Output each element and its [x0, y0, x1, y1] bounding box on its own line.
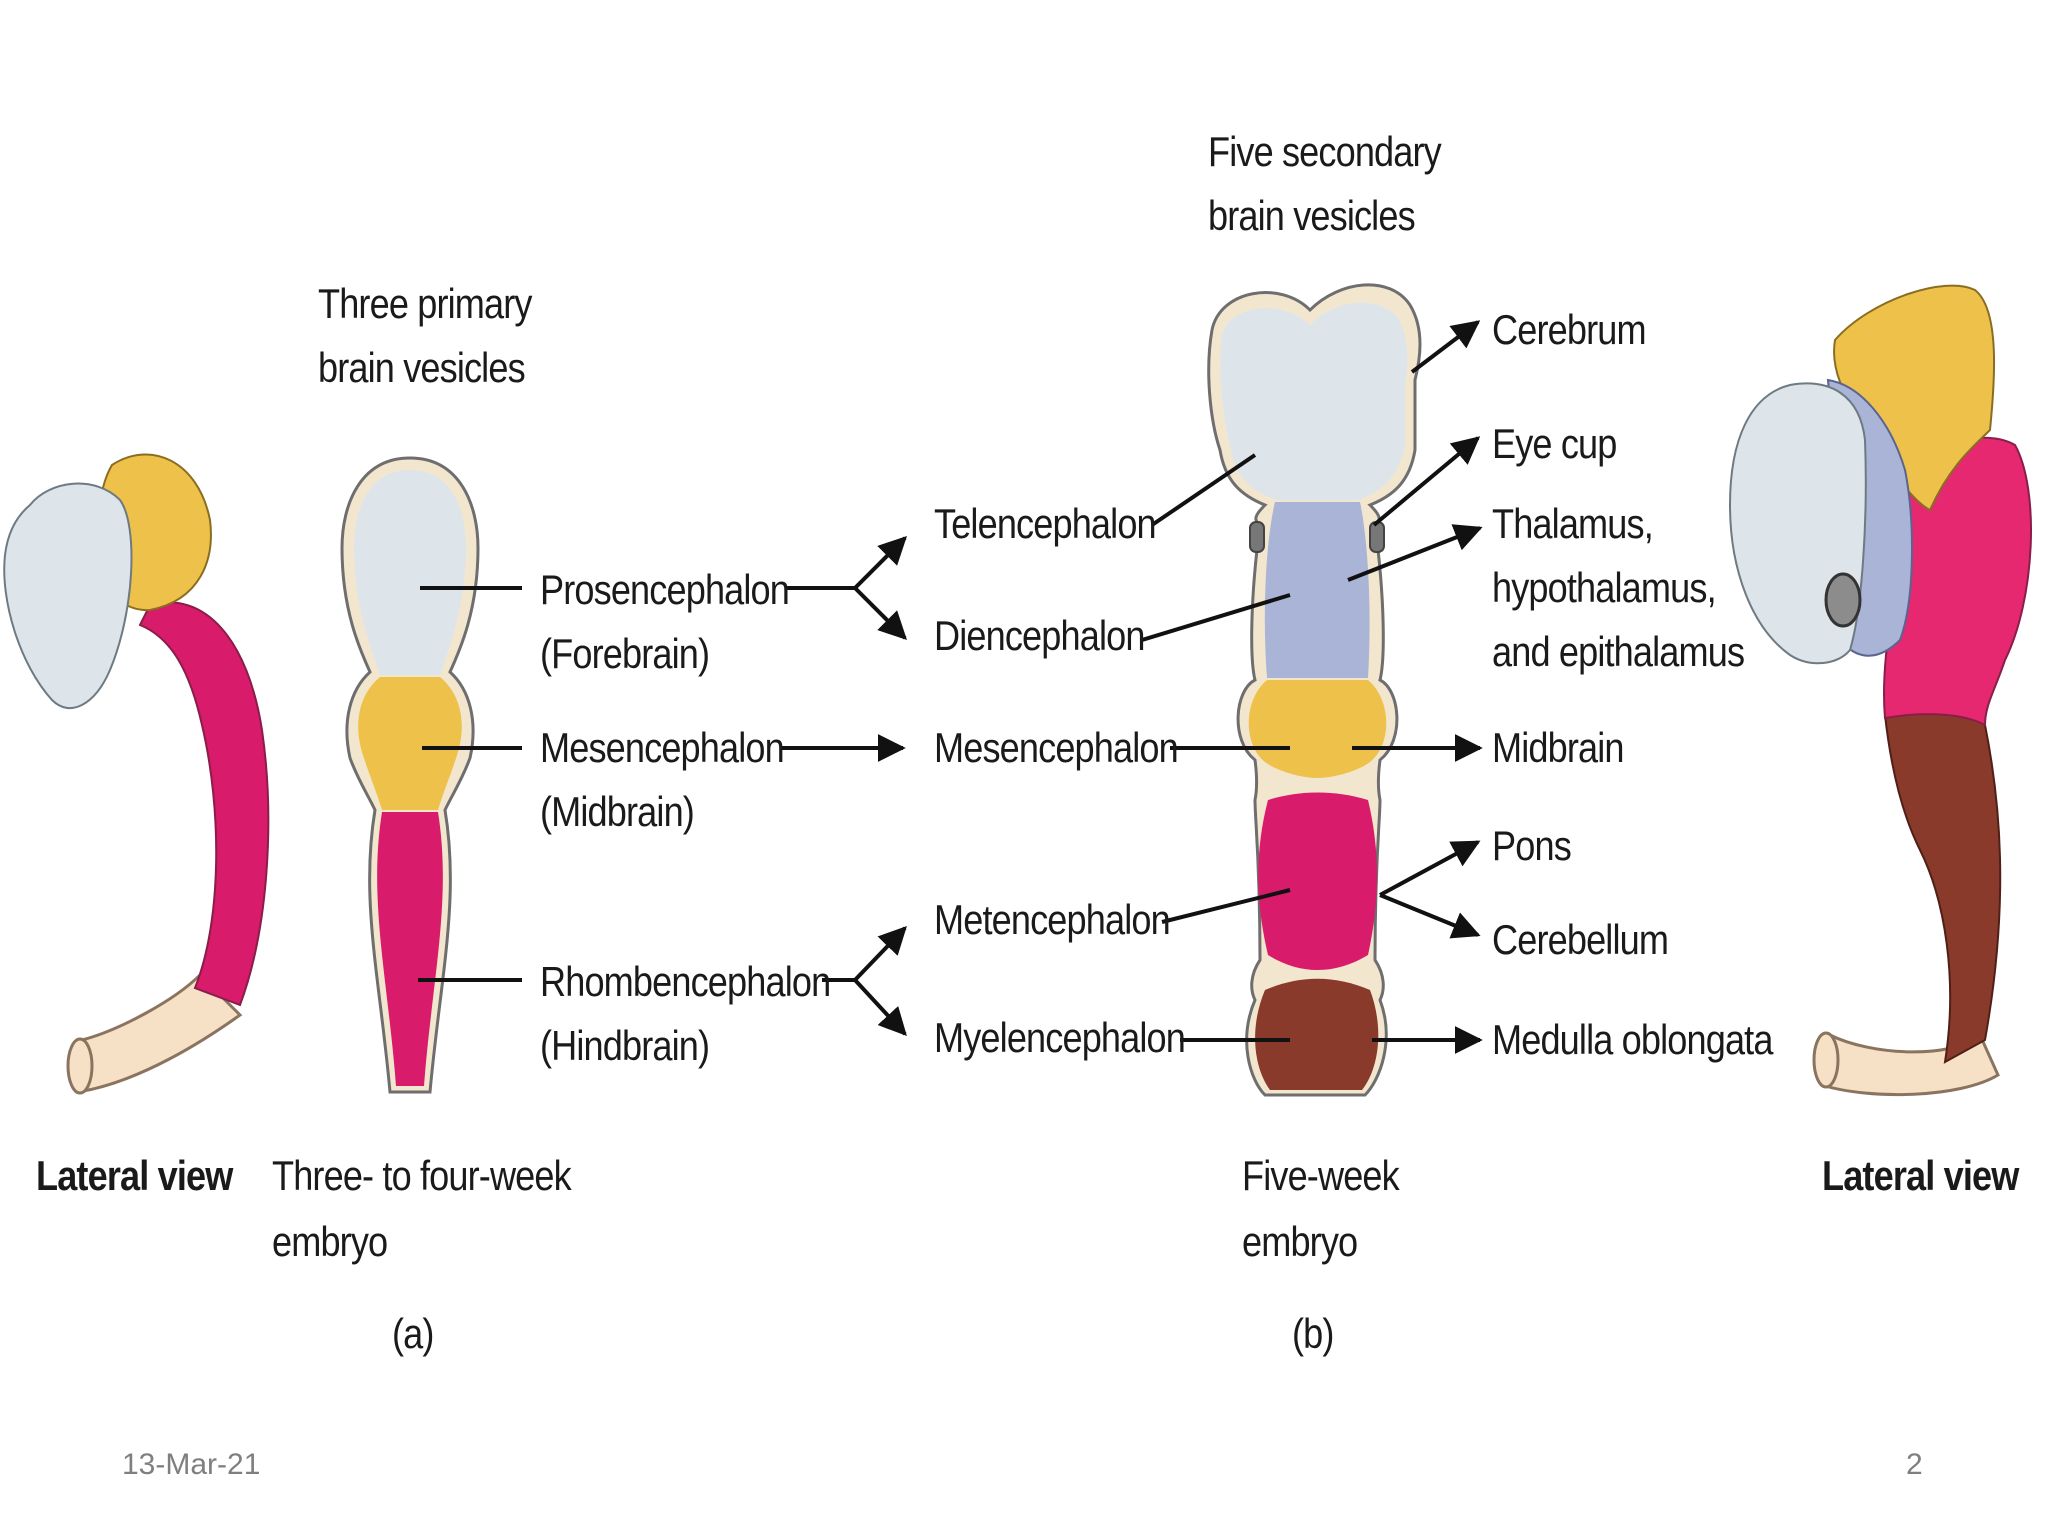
tube-b-myelencephalon	[1255, 978, 1379, 1090]
label-midbrain-primary: (Midbrain)	[540, 788, 695, 835]
label-eye-cup: Eye cup	[1492, 420, 1617, 467]
label-cerebrum: Cerebrum	[1492, 306, 1647, 353]
left-forebrain	[3, 482, 133, 710]
label-mesencephalon-secondary: Mesencephalon	[934, 724, 1179, 771]
secondary-heading-line-1: Five secondary	[1208, 128, 1442, 175]
label-telencephalon: Telencephalon	[934, 500, 1157, 547]
caption-panel-a: (a)	[392, 1310, 434, 1357]
label-pons: Pons	[1492, 822, 1572, 869]
label-cerebellum: Cerebellum	[1492, 916, 1669, 963]
tube-b-eye-cup-right	[1369, 521, 1385, 553]
label-mesencephalon-primary: Mesencephalon	[540, 724, 785, 771]
primary-heading-line-2: brain vesicles	[318, 344, 526, 391]
slide-date: 13-Mar-21	[122, 1448, 261, 1481]
panel-b-connectors	[1141, 320, 1483, 1054]
label-forebrain: (Forebrain)	[540, 630, 710, 677]
left-spinal-cord-end	[66, 1037, 94, 1095]
secondary-vesicle-tube	[1207, 283, 1422, 1097]
tube-a-forebrain	[354, 470, 466, 675]
left-hindbrain	[138, 601, 270, 1007]
label-thalamus-line-1: Thalamus,	[1492, 500, 1654, 547]
label-myelencephalon: Myelencephalon	[934, 1014, 1186, 1061]
right-lateral-embryo	[1728, 284, 2033, 1097]
tube-b-eye-cup-left	[1249, 521, 1265, 553]
label-thalamus-line-2: hypothalamus,	[1492, 564, 1717, 611]
tube-b-telencephalon	[1220, 302, 1408, 500]
tube-a-midbrain	[358, 677, 462, 810]
label-hindbrain: (Hindbrain)	[540, 1022, 710, 1069]
label-rhombencephalon: Rhombencephalon	[540, 958, 831, 1005]
caption-panel-b: (b)	[1292, 1310, 1334, 1357]
label-midbrain-adult: Midbrain	[1492, 724, 1625, 771]
label-thalamus-line-3: and epithalamus	[1492, 628, 1745, 675]
right-spinal-cord-end	[1812, 1031, 1840, 1089]
primary-vesicle-tube	[340, 456, 480, 1094]
caption-stage-a-line-2: embryo	[272, 1218, 388, 1265]
tube-a-hindbrain	[377, 812, 443, 1086]
label-prosencephalon: Prosencephalon	[540, 566, 790, 613]
label-medulla-oblongata: Medulla oblongata	[1492, 1016, 1773, 1063]
caption-left-lateral-view: Lateral view	[36, 1152, 233, 1199]
right-myelencephalon	[1883, 705, 2002, 1064]
panel-a-connectors	[418, 536, 907, 1037]
caption-stage-b-line-1: Five-week	[1242, 1152, 1400, 1199]
primary-heading-line-1: Three primary	[318, 280, 532, 327]
label-diencephalon: Diencephalon	[934, 612, 1145, 659]
caption-stage-a-line-1: Three- to four-week	[272, 1152, 572, 1199]
right-eye-cup	[1824, 572, 1862, 628]
label-metencephalon: Metencephalon	[934, 896, 1171, 943]
caption-right-lateral-view: Lateral view	[1822, 1152, 2019, 1199]
caption-stage-b-line-2: embryo	[1242, 1218, 1358, 1265]
tube-b-diencephalon	[1264, 502, 1370, 678]
tube-b-mesencephalon	[1248, 680, 1387, 778]
tube-b-metencephalon	[1258, 792, 1377, 970]
left-lateral-embryo	[3, 453, 270, 1095]
slide-number: 2	[1906, 1448, 1923, 1481]
secondary-heading-line-2: brain vesicles	[1208, 192, 1416, 239]
